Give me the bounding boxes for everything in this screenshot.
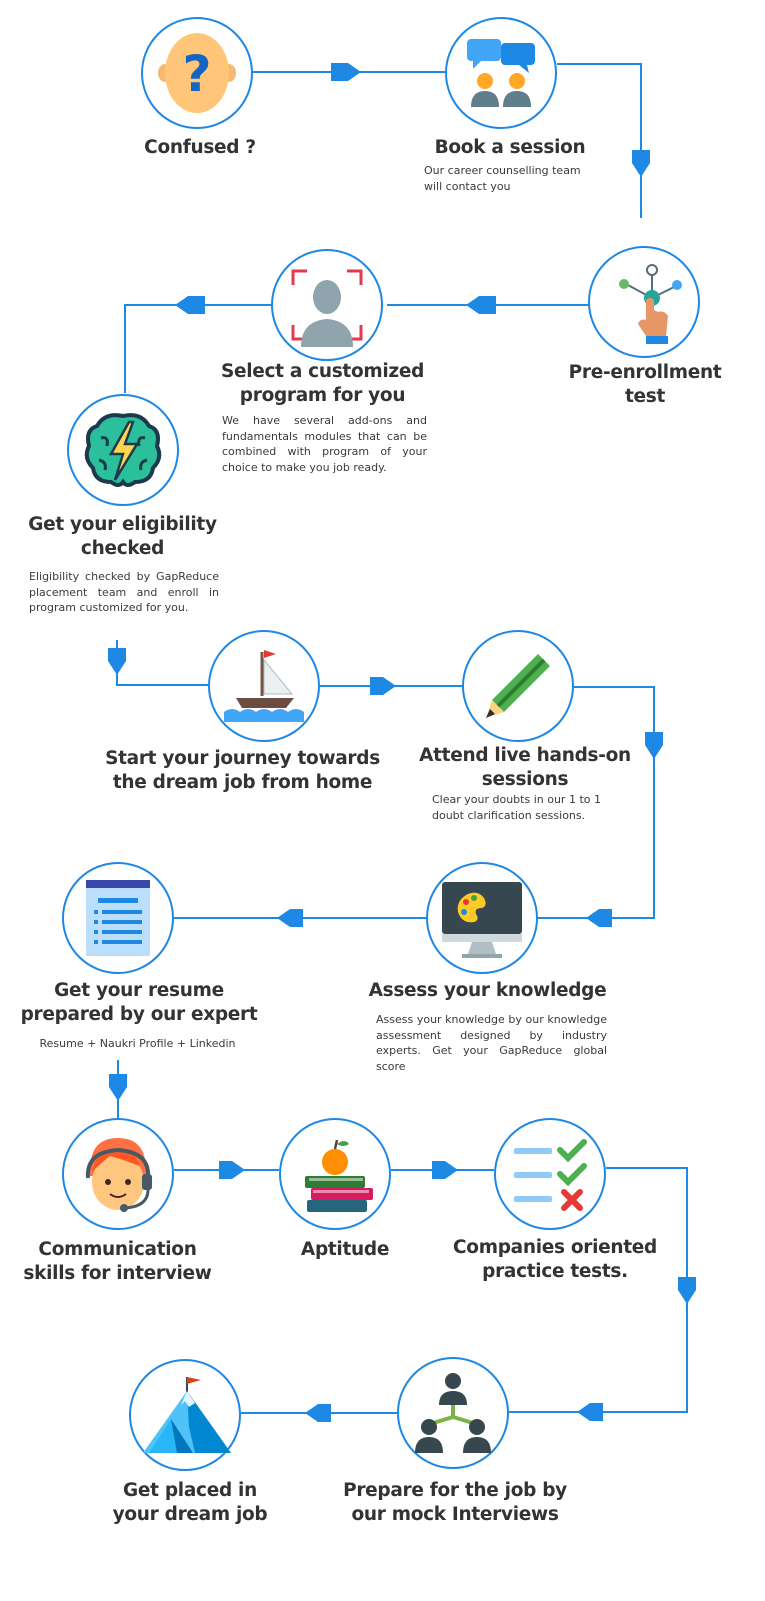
step-node-mock-interviews — [397, 1357, 509, 1469]
step-title-practice-tests: Companies oriented practice tests. — [453, 1237, 657, 1282]
step-title-dream-job: Get placed in your dream job — [112, 1480, 268, 1525]
team-network-icon — [415, 1373, 491, 1453]
monitor-palette-icon — [442, 882, 522, 958]
step-desc-live-sessions: Clear your doubts in our 1 to 1 doubt cl… — [432, 793, 601, 822]
step-node-select-program — [271, 249, 383, 361]
step-node-assess-knowledge — [426, 862, 538, 974]
step-desc-select-program: We have several add-ons and fundamentals… — [222, 414, 427, 474]
chat-people-icon — [467, 39, 535, 107]
step-node-pre-enrollment — [588, 246, 700, 358]
headset-agent-icon — [85, 1138, 152, 1212]
step-title-live-sessions: Attend live hands-on sessions — [419, 745, 631, 790]
step-desc-eligibility: Eligibility checked by GapReduce placeme… — [29, 570, 219, 614]
svg-text:?: ? — [182, 45, 211, 103]
checklist-icon — [514, 1139, 587, 1211]
step-title-book-session: Book a session — [434, 137, 586, 158]
question-face-icon: ? — [158, 33, 236, 113]
brain-lightning-icon — [84, 413, 162, 487]
step-desc-book-session: Our career counselling team will contact… — [424, 164, 581, 193]
step-node-confused: ? — [141, 17, 253, 129]
step-node-practice-tests — [494, 1118, 606, 1230]
step-node-book-session — [445, 17, 557, 129]
step-node-aptitude — [279, 1118, 391, 1230]
document-icon — [86, 880, 150, 956]
step-title-select-program: Select a customized program for you — [220, 361, 425, 406]
step-node-eligibility — [67, 394, 179, 506]
step-title-eligibility: Get your eligibility checked — [28, 514, 217, 559]
touch-network-icon — [619, 264, 682, 344]
profile-scan-icon — [291, 269, 363, 347]
pencil-icon — [486, 654, 550, 718]
step-title-mock-interviews: Prepare for the job by our mock Intervie… — [343, 1480, 567, 1525]
step-desc-resume: Resume + Naukri Profile + Linkedin — [39, 1037, 236, 1050]
step-node-dream-job — [129, 1359, 241, 1471]
mountain-flag-icon — [143, 1377, 231, 1453]
sailboat-icon — [224, 650, 304, 722]
step-title-pre-enrollment: Pre-enrollment test — [568, 362, 722, 407]
step-title-aptitude: Aptitude — [300, 1239, 390, 1260]
step-title-assess-knowledge: Assess your knowledge — [368, 980, 607, 1001]
step-desc-assess-knowledge: Assess your knowledge by our knowledge a… — [376, 1013, 607, 1073]
step-node-communication — [62, 1118, 174, 1230]
step-title-start-journey: Start your journey towards the dream job… — [105, 748, 380, 793]
books-apple-icon — [305, 1139, 373, 1212]
step-node-live-sessions — [462, 630, 574, 742]
step-node-start-journey — [208, 630, 320, 742]
step-title-confused: Confused ? — [144, 137, 256, 158]
step-node-resume — [62, 862, 174, 974]
step-title-resume: Get your resume prepared by our expert — [20, 980, 258, 1025]
step-title-communication: Communication skills for interview — [23, 1239, 212, 1284]
